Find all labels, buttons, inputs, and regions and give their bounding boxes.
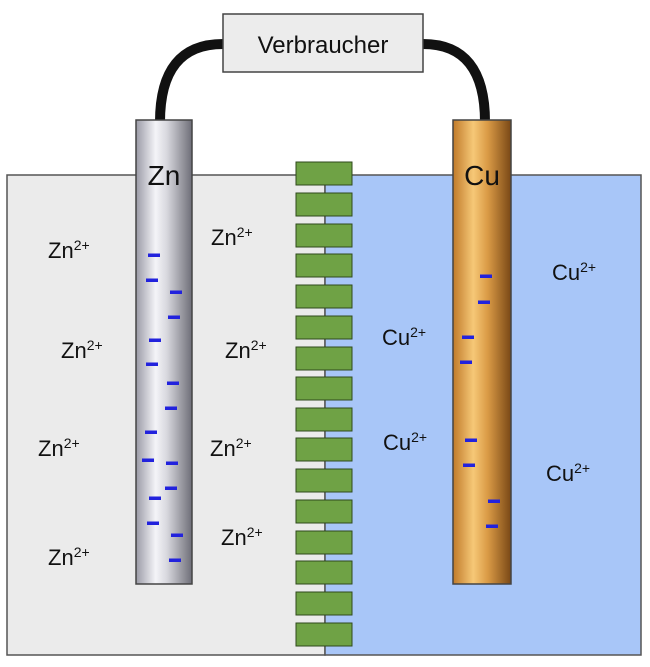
copper-electrode: Cu xyxy=(452,119,512,585)
zinc-ion-charge: 2+ xyxy=(74,237,90,253)
copper-ion-charge: 2+ xyxy=(580,259,596,275)
zinc-ion-charge: 2+ xyxy=(64,435,80,451)
zinc-ion-symbol: Zn xyxy=(38,436,64,461)
membrane xyxy=(295,161,353,647)
electron xyxy=(167,381,179,385)
zinc-ion: Zn2+ xyxy=(210,435,252,461)
electron xyxy=(142,458,154,462)
electron xyxy=(149,338,161,342)
electron xyxy=(165,486,177,490)
electron xyxy=(465,438,477,442)
copper-ion-symbol: Cu xyxy=(383,430,411,455)
copper-ion-symbol: Cu xyxy=(552,260,580,285)
electron xyxy=(145,430,157,434)
membrane-segment xyxy=(295,346,353,371)
copper-ion: Cu2+ xyxy=(546,460,590,486)
zinc-ion-symbol: Zn xyxy=(211,225,237,250)
zinc-ion-symbol: Zn xyxy=(225,338,251,363)
electron xyxy=(165,406,177,410)
electron xyxy=(149,496,161,500)
zinc-ion-charge: 2+ xyxy=(87,337,103,353)
copper-ion-charge: 2+ xyxy=(574,460,590,476)
membrane-segment xyxy=(295,315,353,340)
connecting-wire xyxy=(155,39,490,123)
membrane-segment xyxy=(295,468,353,493)
copper-ion: Cu2+ xyxy=(552,259,596,285)
membrane-segment xyxy=(295,591,353,616)
zinc-ion-symbol: Zn xyxy=(48,545,74,570)
zinc-ion: Zn2+ xyxy=(38,435,80,461)
zinc-ion-symbol: Zn xyxy=(221,525,247,550)
zinc-ion-symbol: Zn xyxy=(61,338,87,363)
copper-ion-symbol: Cu xyxy=(546,461,574,486)
electron xyxy=(463,463,475,467)
electron xyxy=(146,278,158,282)
copper-ion-charge: 2+ xyxy=(411,429,427,445)
membrane-segment xyxy=(295,284,353,309)
membrane-segment xyxy=(295,253,353,278)
ions: Zn2+Zn2+Zn2+Zn2+Zn2+Zn2+Zn2+Zn2+Cu2+Cu2+… xyxy=(38,224,596,570)
membrane-segment xyxy=(295,530,353,555)
zinc-ion-charge: 2+ xyxy=(251,337,267,353)
zinc-electrode-label: Zn xyxy=(148,160,181,191)
copper-ion-symbol: Cu xyxy=(382,325,410,350)
electron xyxy=(488,499,500,503)
membrane-segment xyxy=(295,192,353,217)
electron xyxy=(480,274,492,278)
electron xyxy=(146,362,158,366)
electrons xyxy=(142,253,500,562)
zinc-ion-charge: 2+ xyxy=(247,524,263,540)
electron xyxy=(171,533,183,537)
zinc-ion: Zn2+ xyxy=(225,337,267,363)
zinc-ion: Zn2+ xyxy=(61,337,103,363)
membrane-segment xyxy=(295,407,353,432)
membrane-segment xyxy=(295,622,353,647)
copper-electrode-label: Cu xyxy=(464,160,500,191)
electron xyxy=(147,521,159,525)
load-box: Verbraucher xyxy=(222,13,424,73)
copper-ion: Cu2+ xyxy=(382,324,426,350)
zinc-electrode: Zn xyxy=(135,119,193,585)
membrane-segment xyxy=(295,499,353,524)
electron xyxy=(460,360,472,364)
zinc-ion: Zn2+ xyxy=(211,224,253,250)
electron xyxy=(170,290,182,294)
zinc-ion-symbol: Zn xyxy=(48,238,74,263)
electron xyxy=(486,524,498,528)
electron xyxy=(168,315,180,319)
membrane-segment xyxy=(295,560,353,585)
zinc-ion-charge: 2+ xyxy=(237,224,253,240)
zinc-ion: Zn2+ xyxy=(221,524,263,550)
zinc-ion-symbol: Zn xyxy=(210,436,236,461)
zinc-ion: Zn2+ xyxy=(48,237,90,263)
membrane-segment xyxy=(295,437,353,462)
membrane-segment xyxy=(295,161,353,186)
electron xyxy=(169,558,181,562)
zinc-ion: Zn2+ xyxy=(48,544,90,570)
copper-ion: Cu2+ xyxy=(383,429,427,455)
copper-ion-charge: 2+ xyxy=(410,324,426,340)
zinc-ion-charge: 2+ xyxy=(236,435,252,451)
membrane-segment xyxy=(295,376,353,401)
electron xyxy=(148,253,160,257)
load-label: Verbraucher xyxy=(258,32,389,59)
electron xyxy=(462,335,474,339)
electron xyxy=(166,461,178,465)
zinc-ion-charge: 2+ xyxy=(74,544,90,560)
membrane-segment xyxy=(295,223,353,248)
electron xyxy=(478,300,490,304)
